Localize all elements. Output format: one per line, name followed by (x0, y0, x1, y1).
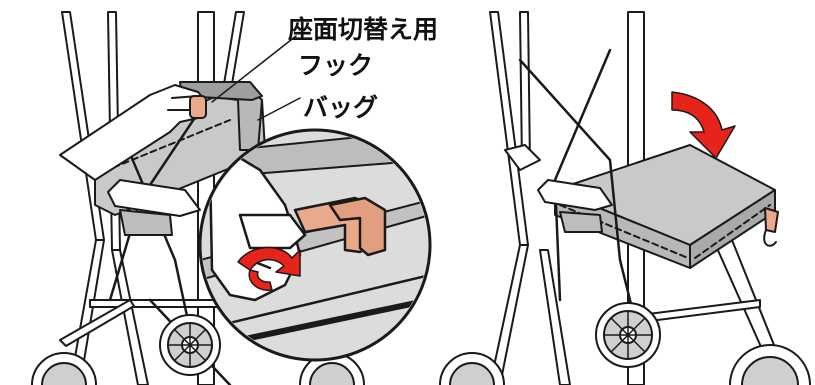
right-straps (518, 48, 642, 342)
magnifier-hand (208, 153, 307, 302)
rotate-arrow-icon (237, 246, 301, 291)
left-hand (59, 84, 207, 181)
curved-down-arrow-icon (671, 91, 736, 159)
right-handle (504, 144, 613, 233)
seat-hook (293, 196, 387, 257)
right-wheels (439, 302, 811, 385)
left-panel (31, 11, 365, 385)
right-wheel-front (595, 302, 661, 368)
seat-hook-label-line1: 座面切替え用 (288, 15, 439, 44)
left-handle (107, 179, 201, 236)
left-wheel-front (159, 314, 221, 376)
right-panel (439, 11, 811, 385)
magnifier (198, 128, 432, 362)
seat-hook-label-line2: フック (298, 51, 374, 80)
right-wheel-rear (439, 344, 811, 385)
right-frame (489, 11, 791, 385)
bag-label: バッグ (303, 93, 379, 122)
callout-leaders (211, 35, 301, 121)
right-hook (763, 207, 779, 247)
